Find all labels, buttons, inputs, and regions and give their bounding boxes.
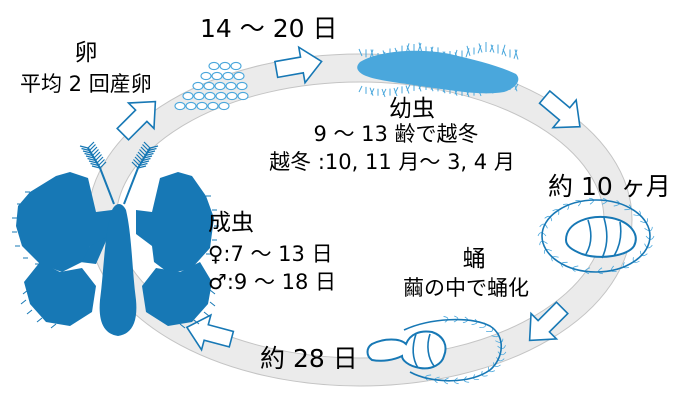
moth-icon [12, 141, 219, 336]
larva-note-overwinter: 越冬 :10, 11 月〜 3, 4 月 [269, 150, 515, 174]
pupa-note: 繭の中で蛹化 [403, 276, 529, 300]
flow-arrow-icon [528, 301, 569, 342]
stage-label-adult: 成虫 [208, 210, 254, 236]
flow-arrow-icon [273, 45, 323, 85]
larva-note-instar: 9 〜 13 齢で越冬 [313, 122, 479, 146]
adult-lifespan-female: ♀:7 〜 13 日 [208, 242, 333, 266]
stage-label-egg: 卵 [74, 40, 98, 66]
duration-pupa-to-adult: 約 28 日 [260, 344, 358, 373]
caterpillar-icon [357, 42, 519, 98]
flow-arrow-icon [116, 100, 157, 141]
stage-label-larva: 幼虫 [389, 96, 435, 122]
cocoon-icon [537, 197, 655, 275]
flow-arrow-icon [538, 89, 581, 129]
pupa-icon [366, 315, 507, 385]
stage-label-pupa: 蛹 [462, 246, 486, 272]
egg-note: 平均 2 回産卵 [20, 72, 152, 96]
duration-larva-to-pupa: 約 10 ヶ月 [548, 172, 671, 201]
egg-cluster-icon [174, 61, 249, 111]
duration-egg-to-larva: 14 〜 20 日 [200, 14, 338, 43]
adult-lifespan-male: ♂:9 〜 18 日 [208, 270, 337, 294]
